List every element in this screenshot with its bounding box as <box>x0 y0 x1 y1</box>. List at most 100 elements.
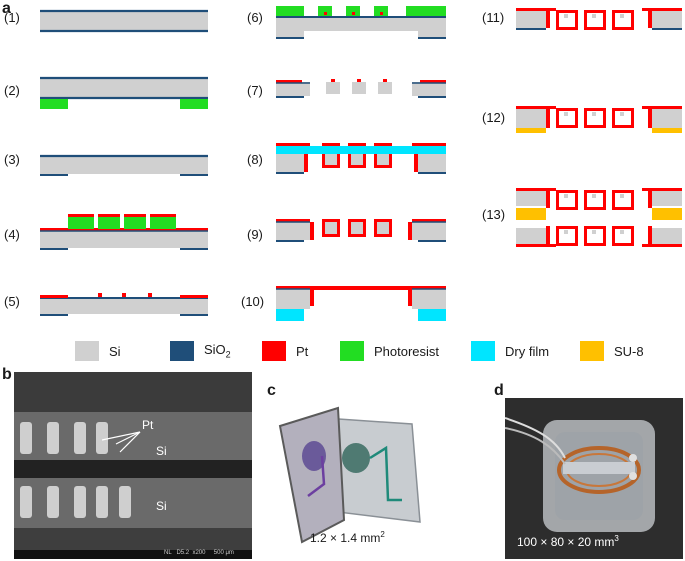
su8-layer <box>652 128 682 133</box>
pt-layer <box>516 106 556 109</box>
pt-layer <box>408 286 412 306</box>
si-substrate <box>620 14 624 18</box>
sem-scalebar-text: NL D5.2 x200 500 μm <box>164 550 234 556</box>
step-8 <box>276 143 446 174</box>
sio2-layer <box>276 172 304 174</box>
si-substrate <box>276 82 310 96</box>
step-label: (12) <box>482 110 505 125</box>
pt-layer <box>380 12 383 15</box>
si-substrate <box>377 154 389 165</box>
si-substrate <box>412 289 446 309</box>
step-label: (4) <box>4 227 20 242</box>
si-substrate <box>620 112 624 116</box>
pt-layer <box>68 214 94 217</box>
cavity <box>559 193 575 207</box>
step-label: (10) <box>241 294 264 309</box>
step-label: (13) <box>482 207 505 222</box>
pt-layer <box>412 219 446 222</box>
si-substrate <box>276 17 446 31</box>
sio2-layer <box>40 314 68 316</box>
pt-layer <box>546 8 550 28</box>
legend-label-sio2: SiO2 <box>204 342 231 360</box>
si-substrate <box>418 31 446 37</box>
cavity <box>615 229 631 243</box>
pt-layer <box>420 80 446 83</box>
si-substrate <box>652 108 682 128</box>
pt-layer <box>124 214 146 217</box>
pt-layer <box>304 154 308 172</box>
legend-label-photoresist: Photoresist <box>374 343 440 359</box>
pt-layer <box>648 226 652 246</box>
photoresist <box>124 217 146 229</box>
si-substrate <box>276 222 310 240</box>
cavity <box>559 229 575 243</box>
si-substrate <box>516 108 546 128</box>
step-label: (1) <box>4 10 20 25</box>
photoresist <box>98 217 120 229</box>
si-substrate <box>351 154 363 165</box>
legend-item-pt: Pt <box>262 338 308 364</box>
legend-swatch-su8 <box>580 341 604 361</box>
panel-label-d: d <box>494 382 504 399</box>
pt-layer <box>642 188 682 191</box>
pt-layer <box>40 228 208 231</box>
photoresist <box>276 6 304 16</box>
su8-layer <box>516 208 546 220</box>
pt-layer <box>276 143 310 146</box>
pt-layer <box>357 79 361 82</box>
si-substrate <box>352 82 366 94</box>
pt-layer <box>516 244 556 247</box>
sio2-layer <box>180 174 208 176</box>
pt-layer <box>516 8 556 11</box>
si-substrate <box>40 78 208 97</box>
si-substrate <box>564 112 568 116</box>
pt-layer <box>276 80 302 83</box>
si-substrate <box>412 222 446 240</box>
si-substrate <box>377 222 389 234</box>
panel-label-c: c <box>267 382 276 399</box>
sio2-layer <box>40 174 68 176</box>
pt-layer <box>322 143 340 146</box>
pt-layer <box>648 8 652 28</box>
si-substrate <box>40 298 208 314</box>
step-12 <box>516 106 682 133</box>
si-substrate <box>351 222 363 234</box>
legend-swatch-pt <box>262 341 286 361</box>
pt-layer <box>648 106 652 128</box>
step-4 <box>40 214 208 250</box>
cavity <box>559 111 575 125</box>
cavity <box>615 111 631 125</box>
si-substrate <box>652 190 682 206</box>
si-substrate <box>564 14 568 18</box>
pt-layer <box>324 12 327 15</box>
si-substrate <box>516 228 546 244</box>
pt-layer <box>414 154 418 172</box>
legend-label-si: Si <box>109 343 121 359</box>
legend: Si SiO2 Pt Photoresist Dry film SU-8 <box>0 338 685 364</box>
sio2-layer <box>180 314 208 316</box>
pt-layer <box>412 143 446 146</box>
pt-layer <box>180 295 208 298</box>
pt-layer <box>642 8 682 11</box>
step-10 <box>276 286 446 321</box>
pt-layer <box>516 188 556 191</box>
pt-layer <box>374 143 392 146</box>
step-label: (5) <box>4 294 20 309</box>
si-substrate <box>418 154 446 172</box>
pt-layer <box>408 222 412 240</box>
dry-film <box>418 309 446 321</box>
sem-image: Pt Si Si NL D5.2 x200 500 μm <box>14 372 252 559</box>
pt-layer <box>40 295 68 298</box>
si-substrate <box>516 10 546 28</box>
photoresist <box>318 6 332 16</box>
si-substrate <box>592 112 596 116</box>
pt-layer <box>310 286 412 290</box>
si-substrate <box>652 10 682 28</box>
cavity <box>587 229 603 243</box>
si-substrate <box>620 230 624 234</box>
si-substrate <box>276 31 304 37</box>
step-label: (9) <box>247 227 263 242</box>
si-substrate <box>564 194 568 198</box>
step-label: (2) <box>4 83 20 98</box>
pt-layer <box>642 244 682 247</box>
